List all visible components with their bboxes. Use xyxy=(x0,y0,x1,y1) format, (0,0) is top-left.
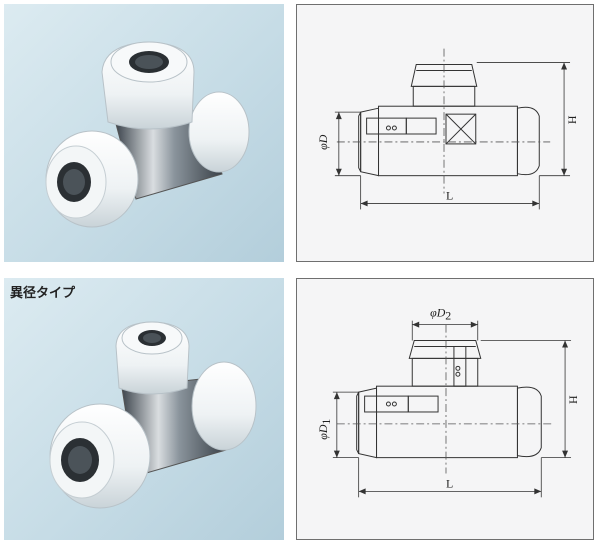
dim-height-label: H xyxy=(566,395,580,404)
standard-tee-photo xyxy=(4,4,284,262)
dim-length-label: L xyxy=(446,188,453,202)
reducing-type-caption: 異径タイプ xyxy=(10,286,76,301)
dim-height-label: H xyxy=(565,115,579,124)
standard-tee-drawing: φD H L xyxy=(296,4,594,262)
reducing-tee-drawing-icon: φD2 φD1 H L xyxy=(316,306,580,498)
dim-branch-diameter-label: φD2 xyxy=(430,306,451,323)
tee-fitting-photo-icon xyxy=(45,41,250,228)
dim-diameter-label: φD xyxy=(316,134,330,150)
reducing-tee-fitting-photo-icon xyxy=(49,321,257,509)
reducing-tee-drawing: φD2 φD1 H L xyxy=(296,278,594,540)
reducing-tee-photo: 異径タイプ xyxy=(4,278,284,540)
tee-drawing-icon: φD H L xyxy=(316,48,579,210)
dim-length-label: L xyxy=(446,476,453,490)
dim-main-diameter-label: φD1 xyxy=(316,419,333,440)
